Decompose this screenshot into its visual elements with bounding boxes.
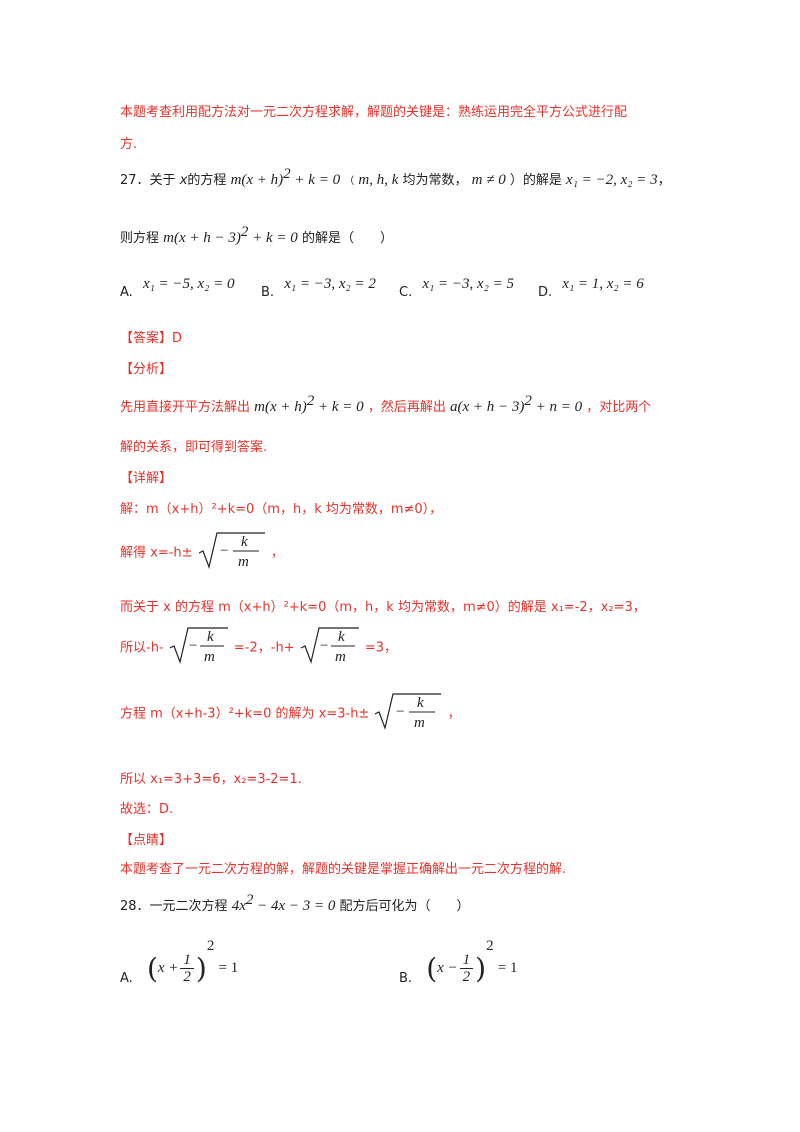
equation-1: m(x + h)2 + k = 0 <box>230 166 341 188</box>
sqrt-expression: − k m <box>169 627 228 665</box>
stem-text: 配方后可化为（ ） <box>339 899 470 914</box>
sqrt-expression: − k m <box>300 627 359 665</box>
analysis-label: 【分析】 <box>120 362 173 377</box>
comment-text: 本题考查了一元二次方程的解，解题的关键是掌握正确解出一元二次方程的解. <box>120 862 567 877</box>
answer-value: D <box>172 331 183 346</box>
svg-text:−: − <box>220 543 228 559</box>
intro-line-2: 方. <box>120 137 138 152</box>
paren-open: （ <box>344 176 355 187</box>
stem-text: 的解是（ ） <box>301 231 393 246</box>
stem-text: 关于 <box>149 173 176 188</box>
detail-text: =3， <box>364 640 398 656</box>
intro-line-1: 本题考查利用配方法对一元二次方程求解，解题的关键是：熟练运用完全平方公式进行配 <box>120 105 628 120</box>
detail-line-7: 故选：D. <box>120 802 174 817</box>
detail-text: ， <box>447 706 461 722</box>
analysis-equation-1: m(x + h)2 + k = 0 <box>254 393 364 415</box>
q28-stem: 28．一元二次方程 4x2 − 4x − 3 = 0 配方后可化为（ ） <box>120 892 470 915</box>
frac-num: k <box>241 534 248 550</box>
option-label: A. <box>120 285 133 300</box>
q28-equation: 4x2 − 4x − 3 = 0 <box>231 892 336 914</box>
svg-text:−: − <box>320 638 328 654</box>
analysis-text: ，然后再解出 <box>367 400 446 415</box>
stem-text: 则方程 <box>120 231 160 246</box>
option-rhs: = 1 <box>497 960 518 976</box>
analysis-line-2: 解的关系，即可得到答案. <box>120 440 268 455</box>
detail-line-2: 解得 x=-h± − k m ， <box>120 531 284 571</box>
svg-text:m: m <box>204 649 215 665</box>
option-value: x₁ = −3, x₂ = 2 <box>284 276 376 292</box>
stem-text: 的方程 <box>187 173 227 188</box>
analysis-equation-2: a(x + h − 3)2 + n = 0 <box>449 393 583 415</box>
answer-line: 【答案】D <box>120 327 182 346</box>
option-label: B. <box>261 285 275 300</box>
option-value: x₁ = −5, x₂ = 0 <box>142 276 235 292</box>
analysis-text: ，对比两个 <box>586 400 652 415</box>
option-label: D. <box>538 285 553 300</box>
detail-text: =-2，-h+ <box>233 640 295 656</box>
detail-line-4: 所以-h- − k m =-2，-h+ − k m =3， <box>120 626 397 666</box>
sqrt-expression: − k m <box>197 531 267 571</box>
option-c[interactable]: C. x₁ = −3, x₂ = 5 <box>399 276 514 300</box>
detail-text: 所以-h- <box>120 640 164 656</box>
option-inner: x − <box>437 960 458 976</box>
q28-number: 28． <box>120 899 150 914</box>
detail-text: 方程 m（x+h-3）²+k=0 的解为 x=3-h± <box>120 706 370 722</box>
option-value: x₁ = −3, x₂ = 5 <box>422 276 514 292</box>
option-value: x₁ = 1, x₂ = 6 <box>562 276 644 292</box>
option-a[interactable]: A. x₁ = −5, x₂ = 0 <box>120 276 235 300</box>
analysis-line-1: 先用直接开平方法解出 m(x + h)2 + k = 0 ，然后再解出 a(x … <box>120 393 651 416</box>
m-not-zero: m ≠ 0 <box>471 172 506 188</box>
stem-text: ）的解是 <box>509 173 562 188</box>
q27-stem-line-2: 则方程 m(x + h − 3)2 + k = 0 的解是（ ） <box>120 224 393 247</box>
stem-text: 一元二次方程 <box>149 899 228 914</box>
comma: ， <box>657 173 671 188</box>
var-x: x <box>179 173 188 188</box>
stem-text: 均为常数， <box>402 173 468 188</box>
option-label: C. <box>399 285 413 300</box>
sqrt-expression: − k m <box>375 693 442 731</box>
frac-den: m <box>238 554 249 570</box>
constants: m, h, k <box>358 172 399 188</box>
option-label: A. <box>120 971 133 986</box>
detail-line-3: 而关于 x 的方程 m（x+h）²+k=0（m，h，k 均为常数，m≠0）的解是… <box>120 600 646 615</box>
analysis-text: 先用直接开平方法解出 <box>120 400 251 415</box>
svg-text:k: k <box>207 629 214 645</box>
detail-text: 解得 x=-h± <box>120 545 193 561</box>
solution: x₁ = −2, x₂ = 3 <box>566 172 658 188</box>
comment-label: 【点睛】 <box>120 833 173 848</box>
option-rhs: = 1 <box>218 960 239 976</box>
detail-line-6: 所以 x₁=3+3=6，x₂=3-2=1. <box>120 772 302 787</box>
detail-line-1: 解：m（x+h）²+k=0（m，h，k 均为常数，m≠0）， <box>120 502 443 517</box>
svg-text:−: − <box>189 638 197 654</box>
equation-2: m(x + h − 3)2 + k = 0 <box>163 224 298 246</box>
svg-text:k: k <box>338 629 345 645</box>
detail-line-5: 方程 m（x+h-3）²+k=0 的解为 x=3-h± − k m ， <box>120 692 461 732</box>
detail-label: 【详解】 <box>120 471 173 486</box>
svg-text:−: − <box>396 704 404 720</box>
detail-text: ， <box>270 545 284 561</box>
option-inner: x + <box>157 960 179 976</box>
option-label: B. <box>399 971 413 986</box>
svg-text:m: m <box>335 649 346 665</box>
option-d[interactable]: D. x₁ = 1, x₂ = 6 <box>538 276 644 300</box>
answer-label: 【答案】 <box>120 331 173 346</box>
q27-number: 27． <box>120 173 150 188</box>
svg-text:k: k <box>417 695 424 711</box>
option-b[interactable]: B. x₁ = −3, x₂ = 2 <box>261 276 376 300</box>
svg-text:m: m <box>414 715 425 731</box>
q27-stem-line-1: 27．关于 x的方程 m(x + h)2 + k = 0 （ m, h, k 均… <box>120 166 671 189</box>
